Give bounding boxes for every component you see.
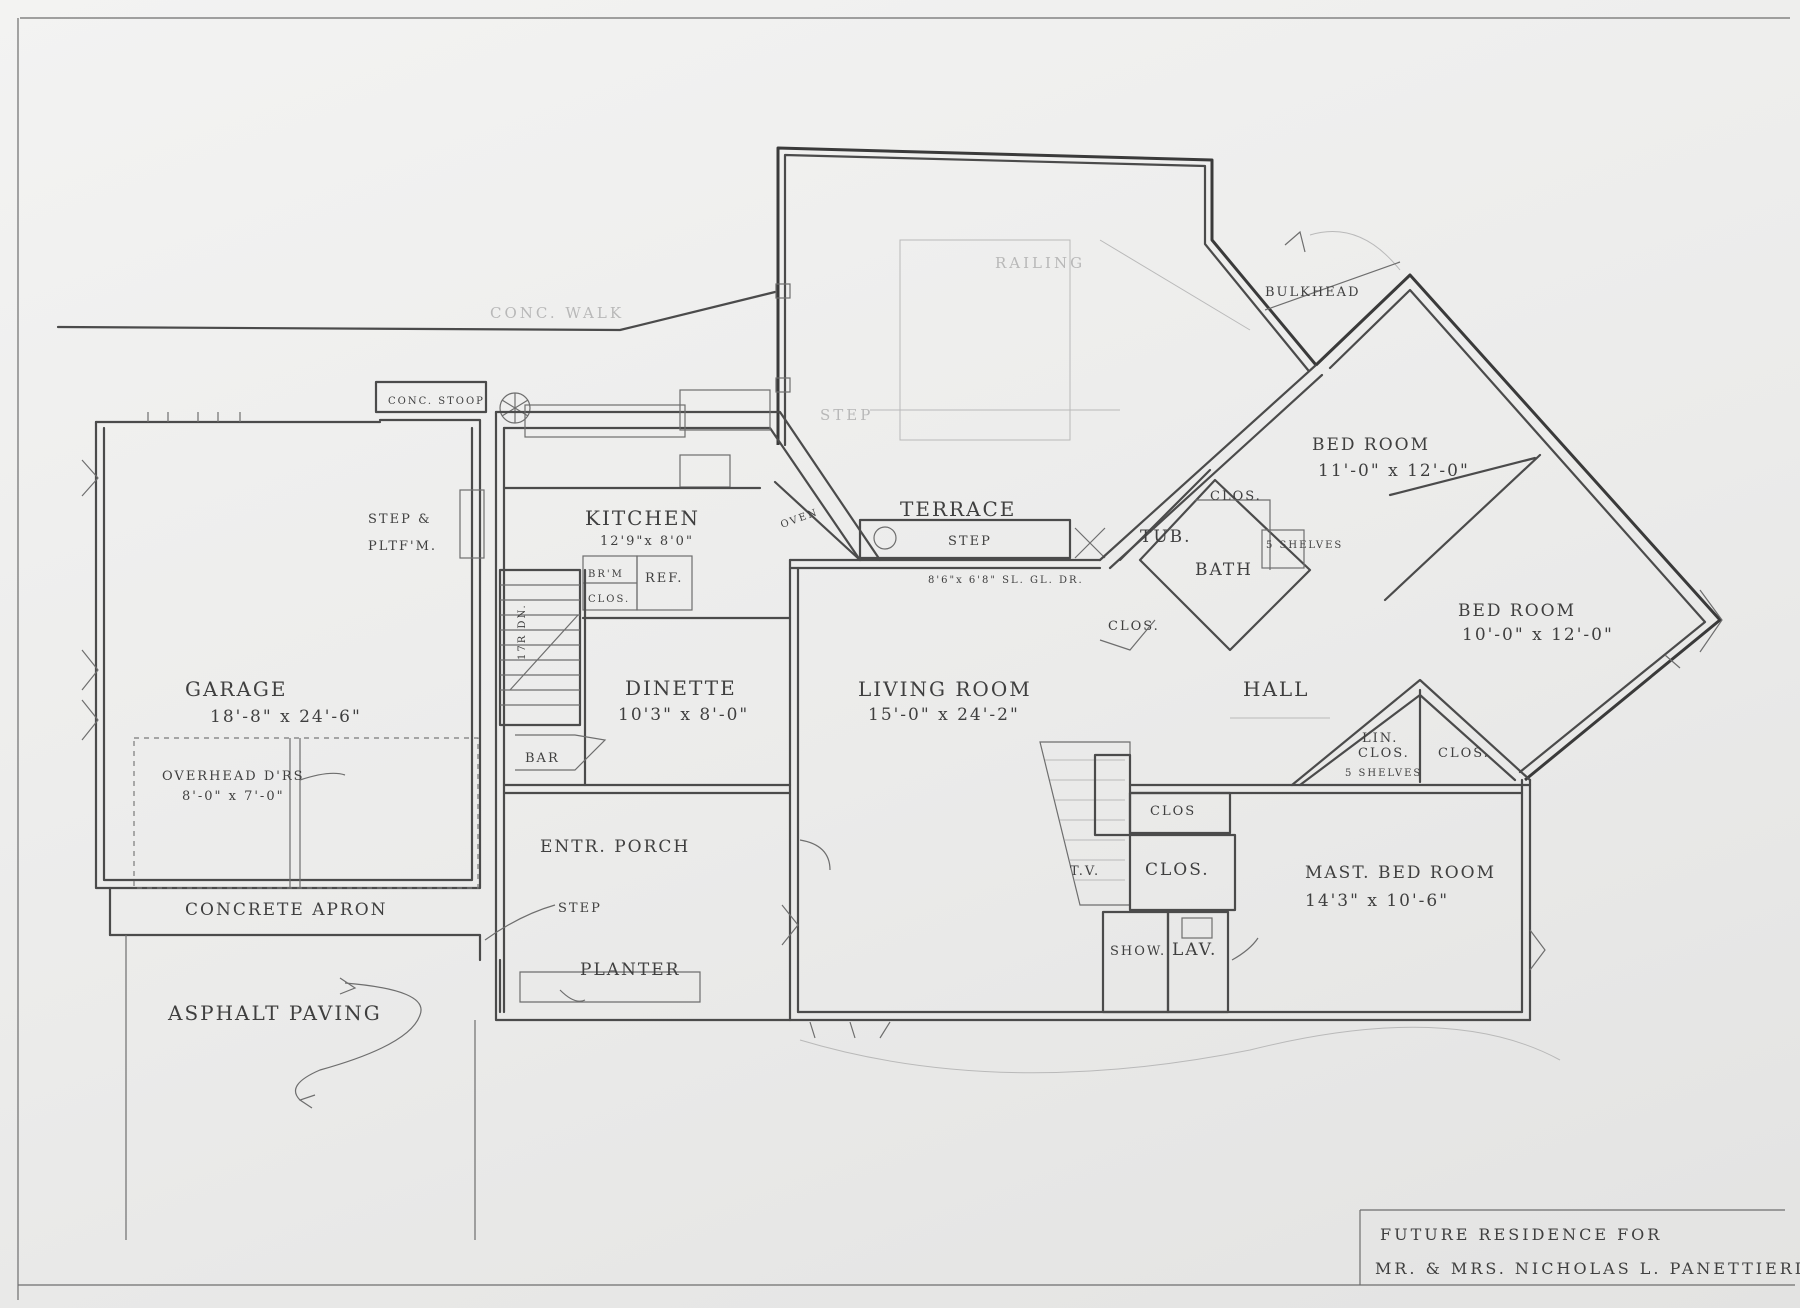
step-platform-label-1: STEP &	[368, 512, 432, 527]
oven-label: OVEN	[779, 507, 820, 531]
deck-outline	[775, 146, 1318, 447]
garage-dim: 18'-8" x 24'-6"	[210, 707, 362, 727]
railing-label: RAILING	[995, 254, 1085, 272]
linen-closet-label-1: LIN.	[1362, 731, 1398, 746]
tub-label: TUB.	[1140, 527, 1192, 547]
bed-room-2-dim: 10'-0" x 12'-0"	[1462, 625, 1614, 645]
dinette-dim: 10'3" x 8'-0"	[618, 705, 749, 725]
title-line-2: MR. & MRS. NICHOLAS L. PANETTIERI	[1375, 1259, 1800, 1278]
entry-porch-label: ENTR. PORCH	[540, 837, 690, 857]
hall-master-wing: HALL LIN. CLOS. 5 SHELVES CLOS. CLOS CLO…	[1101, 677, 1546, 1022]
kitchen-label: KITCHEN	[585, 506, 700, 530]
walk-edge	[56, 290, 777, 332]
stoop: CONC. STOOP STEP & PLTF'M.	[368, 380, 531, 559]
overhead-doors-label: OVERHEAD D'RS	[162, 769, 305, 784]
title-line-1: FUTURE RESIDENCE FOR	[1380, 1225, 1662, 1244]
step-platform-label-2: PLTF'M.	[368, 539, 437, 554]
shower-label: SHOW.	[1110, 944, 1166, 959]
bed-room-2-label: BED ROOM	[1458, 601, 1576, 621]
broom-closet-label-2: CLOS.	[588, 594, 630, 605]
garage-label: GARAGE	[185, 677, 288, 701]
stair-label: 17R DN.	[517, 603, 528, 660]
living-room-label: LIVING ROOM	[858, 677, 1032, 701]
broom-closet-label-1: BR'M	[588, 569, 624, 580]
planting-icon	[873, 526, 897, 550]
master-bed-room-dim: 14'3" x 10'-6"	[1305, 891, 1449, 911]
asphalt-paving-label: ASPHALT PAVING	[167, 1001, 382, 1025]
kitchen-dim: 12'9"x 8'0"	[600, 534, 694, 549]
overhead-doors-dim: 8'-0" x 7'-0"	[182, 789, 285, 804]
step-porch-label: STEP	[558, 901, 602, 916]
sliding-door-label: 8'6"x 6'8" SL. GL. DR.	[928, 575, 1084, 586]
concrete-apron-label: CONCRETE APRON	[185, 900, 388, 920]
linen-closet-label-2: CLOS.	[1358, 746, 1410, 761]
tv-label: T.V.	[1070, 864, 1100, 879]
bed-room-1-dim: 11'-0" x 12'-0"	[1318, 461, 1470, 481]
master-bed-room-label: MAST. BED ROOM	[1305, 863, 1496, 883]
bed-room-1-closet-label: CLOS.	[1210, 489, 1262, 504]
faint-sketch-lines: CONC. WALK RAILING STEP	[490, 231, 1561, 1074]
overhead-doors-outline	[133, 737, 479, 889]
refrigerator-label: REF.	[645, 571, 683, 586]
linen-shelves-label: 5 SHELVES	[1345, 768, 1422, 779]
title-block: FUTURE RESIDENCE FOR MR. & MRS. NICHOLAS…	[1359, 1209, 1800, 1285]
terrace-step-label: STEP	[948, 534, 992, 549]
arrow-head-icon-2	[298, 1094, 316, 1109]
bar-label: BAR	[525, 751, 560, 766]
hall-closet-label: CLOS.	[1438, 746, 1490, 761]
kitchen-dinette-block: KITCHEN 12'9"x 8'0" OVEN BR'M CLOS. REF.…	[484, 389, 882, 1022]
terrace-label: TERRACE	[900, 497, 1016, 521]
bulkhead: BULKHEAD	[1264, 230, 1401, 311]
faint-step-label: STEP	[820, 406, 873, 424]
upper-closet-label: CLOS	[1150, 804, 1196, 819]
conc-stoop-label: CONC. STOOP	[388, 396, 485, 407]
site-paving: CONCRETE APRON ASPHALT PAVING	[108, 886, 482, 1240]
garage: GARAGE 18'-8" x 24'-6" OVERHEAD D'RS 8'-…	[81, 412, 482, 890]
bulkhead-label: BULKHEAD	[1265, 285, 1361, 300]
dinette-label: DINETTE	[625, 676, 737, 700]
tv-closet-label: CLOS.	[1145, 860, 1210, 880]
living-room-dim: 15'-0" x 24'-2"	[868, 705, 1020, 725]
sheet-border	[17, 17, 1795, 1300]
lavatory-label: LAV.	[1172, 940, 1217, 960]
terrace: TERRACE STEP	[858, 497, 1106, 560]
living-room: 8'6"x 6'8" SL. GL. DR. LIVING ROOM 15'-0…	[781, 558, 1532, 1039]
fireplace	[1039, 741, 1131, 906]
bath-shelves-label: 5 SHELVES	[1266, 540, 1343, 551]
arrow-head-icon	[339, 977, 357, 995]
bedroom-wing: BED ROOM 11'-0" x 12'-0" CLOS. TUB. BATH…	[1098, 273, 1723, 782]
hall-label: HALL	[1243, 677, 1309, 701]
bed-room-1-label: BED ROOM	[1312, 435, 1430, 455]
bath-closet-label: CLOS.	[1108, 619, 1160, 634]
planter-label: PLANTER	[580, 960, 680, 980]
stair	[498, 568, 582, 727]
conc-walk-label: CONC. WALK	[490, 304, 624, 322]
paving-arrow	[295, 982, 422, 1101]
bath-label: BATH	[1195, 560, 1253, 580]
